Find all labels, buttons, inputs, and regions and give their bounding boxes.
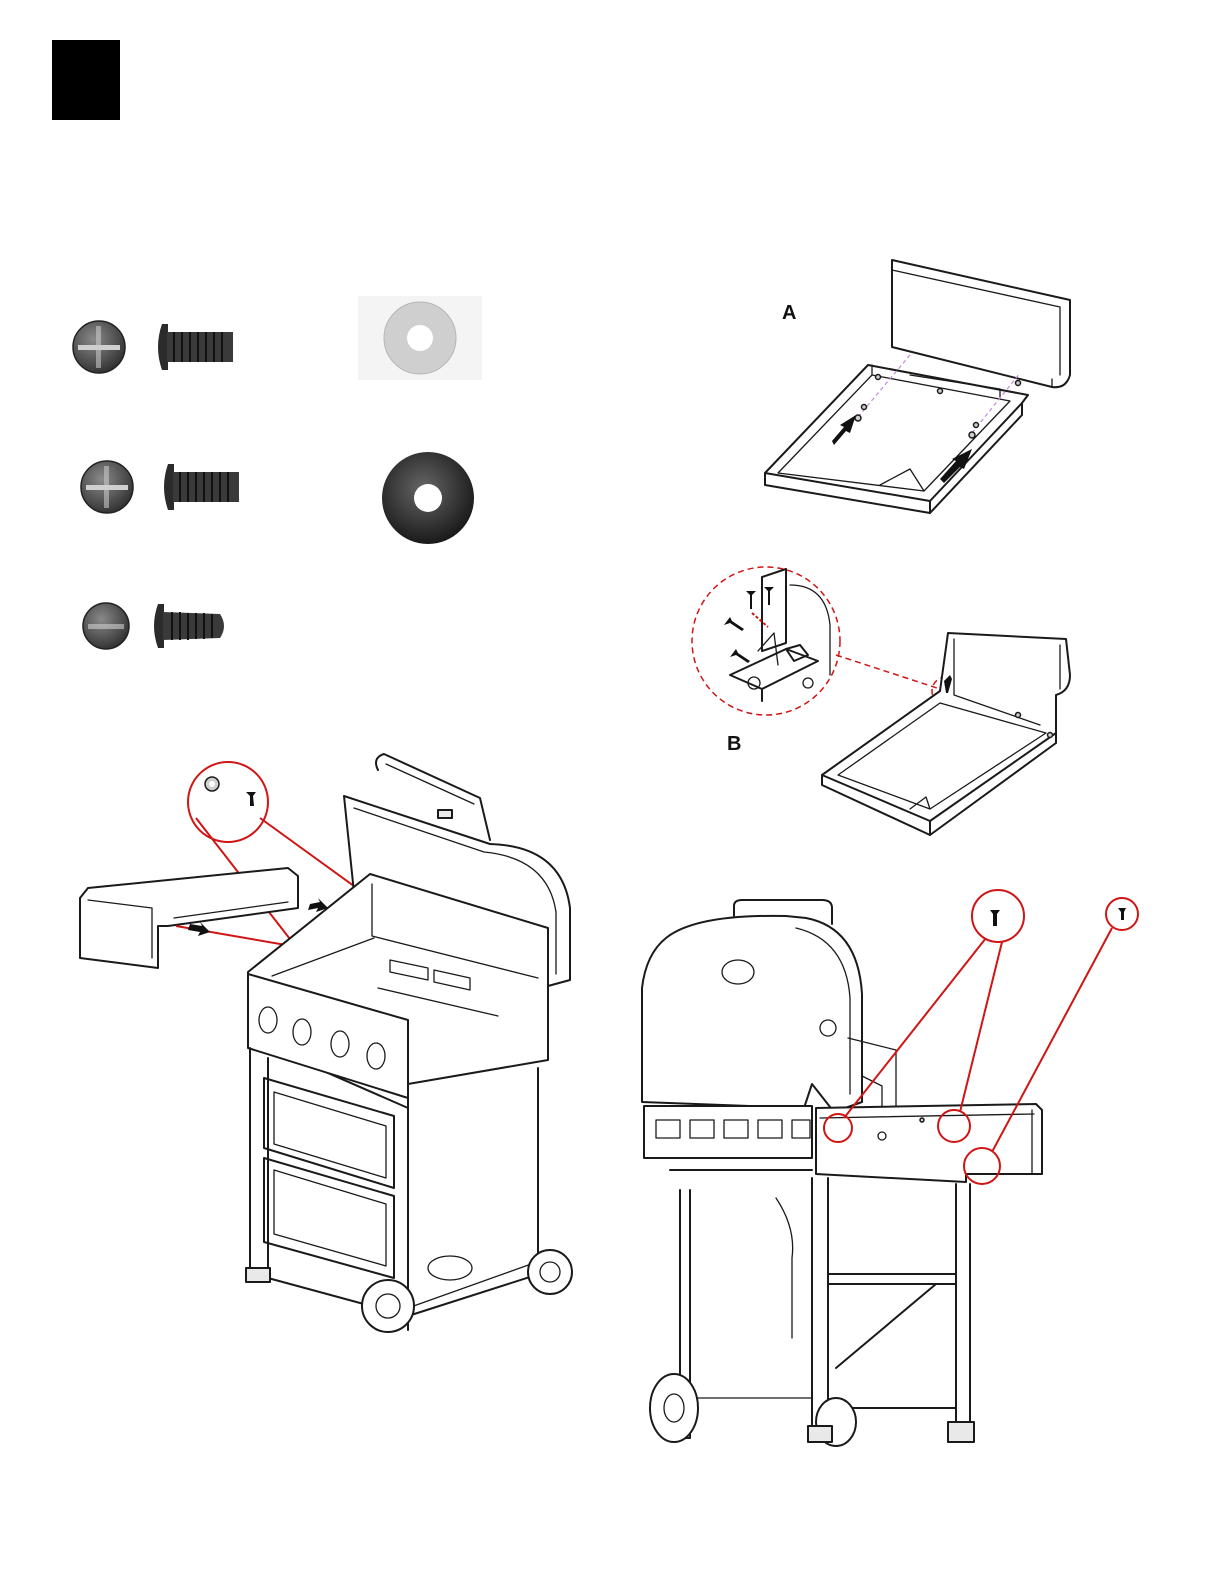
figure-c-grill-front [78, 748, 598, 1348]
rubber-washer-icon [378, 448, 478, 548]
bolt-1-icon [70, 318, 240, 378]
bolt-3-icon [80, 600, 240, 656]
flat-washer-icon [358, 296, 482, 380]
figure-d-grill-side [636, 898, 1156, 1458]
step-number-box [52, 40, 120, 120]
figure-a-shelf-assembly [760, 255, 1080, 525]
figure-b-shelf-detail [690, 565, 1100, 850]
bolt-2-icon [78, 458, 248, 518]
